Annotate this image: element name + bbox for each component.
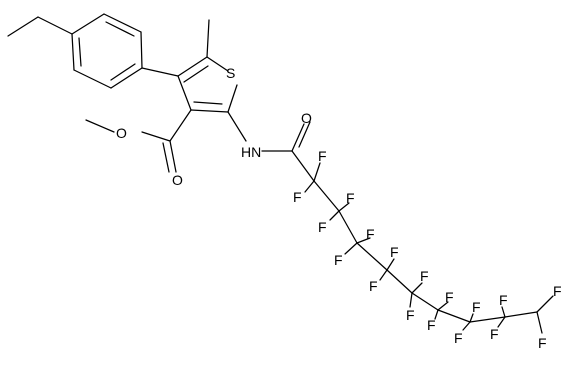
atom-label: F [454,330,463,346]
atom-label: F [406,307,415,323]
bond [469,313,474,323]
atom-label: F [334,252,343,268]
bond [37,16,73,35]
atom-label: O [172,172,183,188]
bond [206,56,229,72]
bond [227,111,247,142]
atom-label: F [445,289,454,305]
bond [71,13,105,35]
atom-labels: S HN O O O F F F F F F F F F F F F F F F… [116,65,508,346]
atom-label: F [346,190,355,206]
bond [501,306,506,318]
bond [411,282,423,294]
bond [411,292,439,311]
bond [141,131,171,142]
atom-label: HN [241,144,261,160]
bond [162,142,170,173]
atom-label: O [301,110,312,126]
bond-double-inner [183,65,209,83]
bond [386,258,395,271]
bond [437,301,449,311]
bond [329,210,340,221]
bond [71,33,75,71]
atom-label: F [366,226,375,242]
bond [356,237,371,244]
bond [103,13,142,33]
bond [141,67,179,77]
terminal-fluorines: F F [538,283,562,351]
bond-double-inner [78,37,82,67]
bond [313,180,340,212]
bond [227,84,238,113]
bond [7,16,39,37]
atom-label: S [226,65,235,81]
bond [291,123,305,152]
atom-label: F [553,283,562,299]
atom-label: F [390,244,399,260]
atom-label: F [369,278,378,294]
bond [536,311,543,334]
bond [434,309,439,320]
bond [409,292,413,308]
bond [497,316,506,328]
atom-label: F [490,326,499,342]
bond [291,150,315,182]
bond [469,316,506,323]
bond [437,309,471,323]
bonds [7,13,554,334]
bond [504,311,538,318]
atom-label: F [472,299,481,315]
bond [169,140,177,173]
bond [298,121,311,148]
atom-label: F [538,335,547,351]
bond [386,269,413,294]
atom-label: F [420,268,429,284]
bond [73,69,112,89]
bond [338,202,350,212]
bond [206,19,210,58]
bond-double-inner [110,63,136,81]
bond [379,269,388,281]
bond-double-inner [105,21,135,37]
atom-label: F [318,148,327,164]
bond [110,67,143,89]
bond [536,295,554,313]
bond [344,242,358,255]
bond [169,109,192,142]
bond [356,242,388,271]
atom-label: F [318,219,327,235]
bond [313,162,321,182]
atom-label: F [499,292,508,308]
bond-double-inner [193,101,223,105]
atom-label: F [293,189,302,205]
bond [140,31,143,69]
bond [190,109,229,113]
bond [85,119,115,133]
atom-label: F [427,317,436,333]
bond [338,210,358,244]
bond [177,75,192,111]
atom-label: O [116,125,127,141]
bond [462,321,471,331]
bond [304,180,315,193]
bond [177,56,208,77]
